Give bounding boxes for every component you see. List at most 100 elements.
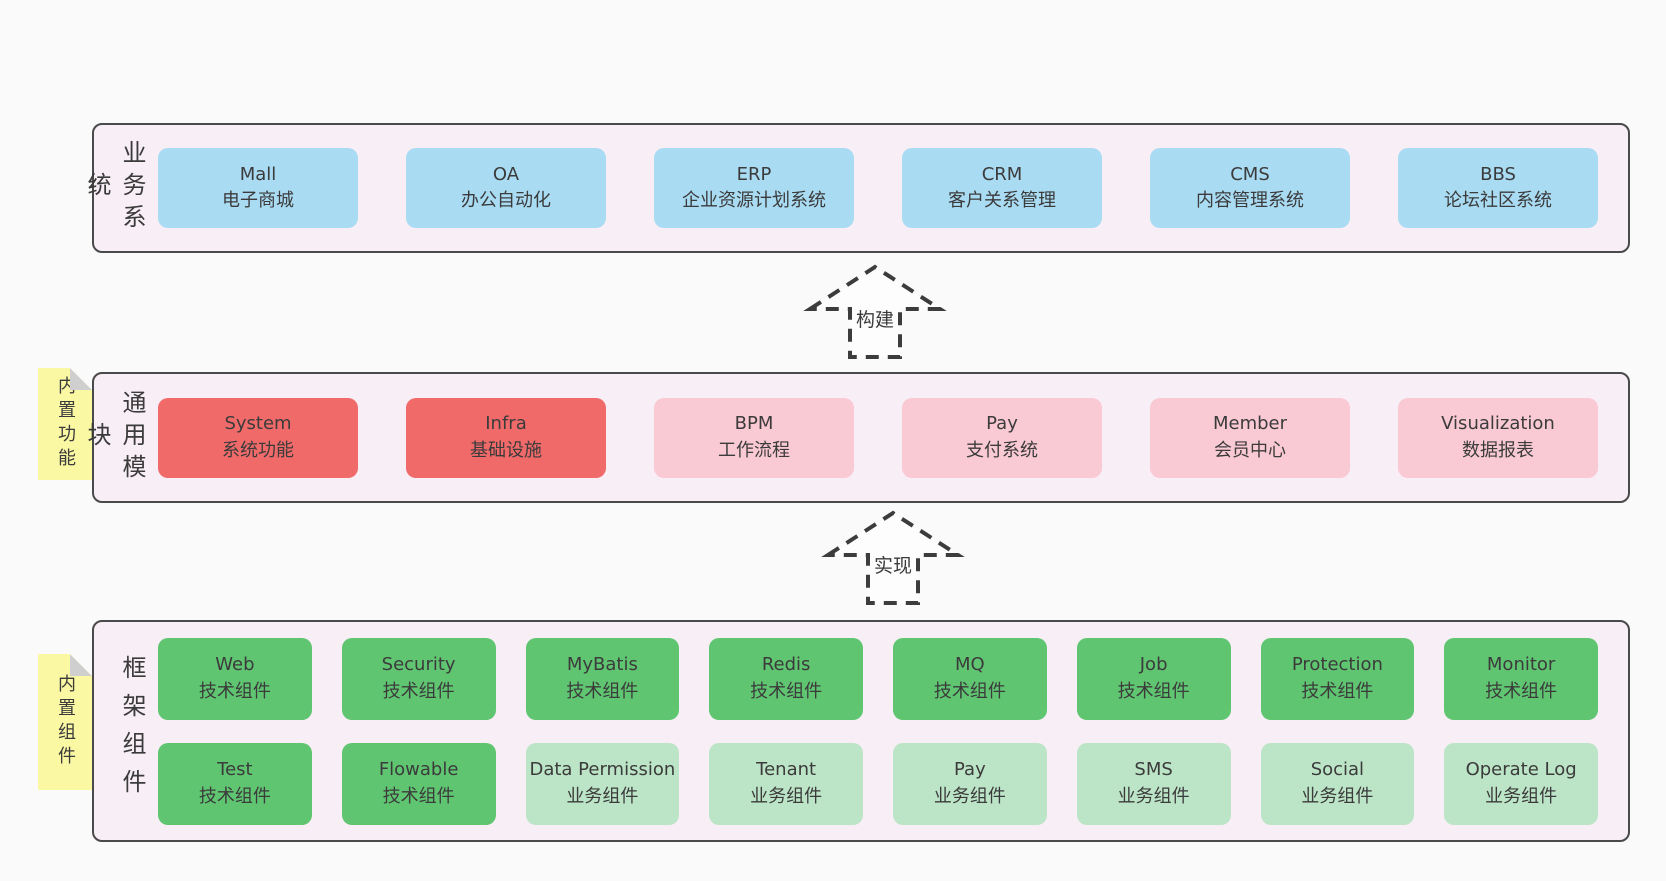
box-protection: Protection 技术组件	[1260, 637, 1415, 720]
box-desc: 技术组件	[198, 785, 271, 807]
box-name: System	[224, 413, 292, 435]
box-name: SMS	[1134, 759, 1173, 781]
box-cms: CMS 内容管理系统	[1150, 148, 1350, 228]
box-name: Operate Log	[1465, 759, 1577, 781]
box-name: CRM	[981, 163, 1023, 185]
box-name: Protection	[1291, 654, 1383, 676]
box-desc: 业务组件	[933, 785, 1006, 807]
sticky-note-built-in-components: 内置组件	[38, 654, 92, 790]
box-name: CMS	[1230, 163, 1270, 185]
box-monitor: Monitor 技术组件	[1444, 637, 1598, 720]
box-desc: 技术组件	[1301, 680, 1374, 702]
box-security: Security 技术组件	[341, 637, 496, 720]
folded-corner-icon	[70, 368, 92, 390]
box-desc: 办公自动化	[461, 190, 551, 211]
box-name: Pay	[986, 413, 1018, 435]
box-desc: 业务组件	[1485, 785, 1558, 807]
box-name: Pay	[954, 759, 986, 781]
box-desc: 业务组件	[566, 785, 639, 807]
box-job: Job 技术组件	[1076, 637, 1231, 720]
box-oa: OA 办公自动化	[406, 148, 606, 228]
box-visualization: Visualization 数据报表	[1398, 397, 1598, 478]
box-name: Flowable	[378, 759, 459, 781]
box-data-permission: Data Permission 业务组件	[525, 742, 680, 825]
box-desc: 客户关系管理	[948, 190, 1056, 211]
box-name: Mall	[239, 163, 277, 185]
box-name: Job	[1139, 654, 1168, 676]
framework-components-rows: Web 技术组件 Security 技术组件 MyBatis 技术组件 Redi…	[150, 637, 1628, 825]
box-desc: 技术组件	[198, 680, 271, 702]
box-desc: 电子商城	[222, 190, 294, 211]
box-mq: MQ 技术组件	[893, 637, 1047, 720]
box-desc: 工作流程	[718, 439, 790, 461]
box-pay-business: Pay 业务组件	[893, 742, 1047, 825]
box-desc: 业务组件	[1301, 785, 1374, 807]
box-member: Member 会员中心	[1150, 397, 1350, 478]
box-name: BPM	[734, 413, 774, 435]
box-name: Infra	[485, 413, 527, 435]
arrow-implement-label: 实现	[874, 555, 912, 577]
box-web: Web 技术组件	[158, 637, 312, 720]
box-desc: 业务组件	[1117, 785, 1190, 807]
layer-label-framework-components: 框架组件	[118, 655, 146, 807]
box-desc: 基础设施	[470, 439, 542, 461]
box-operate-log: Operate Log 业务组件	[1444, 742, 1598, 825]
box-desc: 数据报表	[1462, 439, 1534, 461]
box-erp: ERP 企业资源计划系统	[654, 148, 854, 228]
box-name: Visualization	[1441, 413, 1555, 435]
box-name: Member	[1212, 413, 1288, 435]
box-desc: 技术组件	[382, 785, 455, 807]
box-pay: Pay 支付系统	[902, 397, 1102, 478]
box-desc: 技术组件	[566, 680, 639, 702]
box-name: ERP	[736, 163, 772, 185]
box-desc: 会员中心	[1214, 439, 1286, 461]
box-sms: SMS 业务组件	[1076, 742, 1231, 825]
box-redis: Redis 技术组件	[709, 637, 863, 720]
box-desc: 技术组件	[933, 680, 1006, 702]
common-modules-boxes: System 系统功能 Infra 基础设施 BPM 工作流程 Pay 支付系统…	[150, 397, 1628, 478]
framework-components-row-1: Web 技术组件 Security 技术组件 MyBatis 技术组件 Redi…	[158, 637, 1598, 720]
box-desc: 支付系统	[966, 439, 1038, 461]
box-desc: 技术组件	[1117, 680, 1190, 702]
box-flowable: Flowable 技术组件	[341, 742, 496, 825]
dashed-up-arrow-build: 构建	[803, 264, 947, 359]
box-social: Social 业务组件	[1260, 742, 1415, 825]
box-desc: 技术组件	[750, 680, 823, 702]
box-mall: Mall 电子商城	[158, 148, 358, 228]
box-crm: CRM 客户关系管理	[902, 148, 1102, 228]
box-desc: 企业资源计划系统	[682, 190, 826, 211]
sticky-note-label: 内置组件	[55, 674, 76, 770]
layer-business-systems: 业务系统 Mall 电子商城 OA 办公自动化 ERP 企业资源计划系统 CRM…	[83, 123, 1630, 253]
folded-corner-icon	[70, 654, 92, 676]
layer-label-common-modules: 通用模块	[83, 389, 146, 486]
sticky-note-label: 内置功能	[55, 376, 76, 472]
layer-label-business-systems: 业务系统	[83, 140, 146, 236]
box-bpm: BPM 工作流程	[654, 397, 854, 478]
box-name: Data Permission	[529, 759, 676, 781]
box-name: Test	[217, 759, 253, 781]
box-system: System 系统功能	[158, 397, 358, 478]
box-desc: 技术组件	[1485, 680, 1558, 702]
box-desc: 论坛社区系统	[1444, 190, 1552, 211]
box-name: BBS	[1480, 163, 1516, 185]
framework-components-row-2: Test 技术组件 Flowable 技术组件 Data Permission …	[158, 742, 1598, 825]
box-name: MQ	[955, 654, 985, 676]
arrow-build-label: 构建	[856, 309, 894, 331]
layer-common-modules: 通用模块 System 系统功能 Infra 基础设施 BPM 工作流程 Pay…	[83, 372, 1630, 503]
box-desc: 业务组件	[750, 785, 823, 807]
sticky-note-built-in-features: 内置功能	[38, 368, 92, 480]
layer-framework-components: 框架组件 Web 技术组件 Security 技术组件 MyBatis 技术组件…	[92, 620, 1630, 842]
box-name: Social	[1310, 759, 1365, 781]
box-desc: 内容管理系统	[1196, 190, 1304, 211]
box-name: OA	[492, 163, 520, 185]
box-infra: Infra 基础设施	[406, 397, 606, 478]
box-desc: 技术组件	[382, 680, 455, 702]
box-test: Test 技术组件	[158, 742, 312, 825]
box-name: MyBatis	[566, 654, 638, 676]
box-name: Redis	[761, 654, 811, 676]
box-name: Security	[381, 654, 456, 676]
box-name: Tenant	[756, 759, 817, 781]
box-mybatis: MyBatis 技术组件	[525, 637, 680, 720]
box-tenant: Tenant 业务组件	[709, 742, 863, 825]
